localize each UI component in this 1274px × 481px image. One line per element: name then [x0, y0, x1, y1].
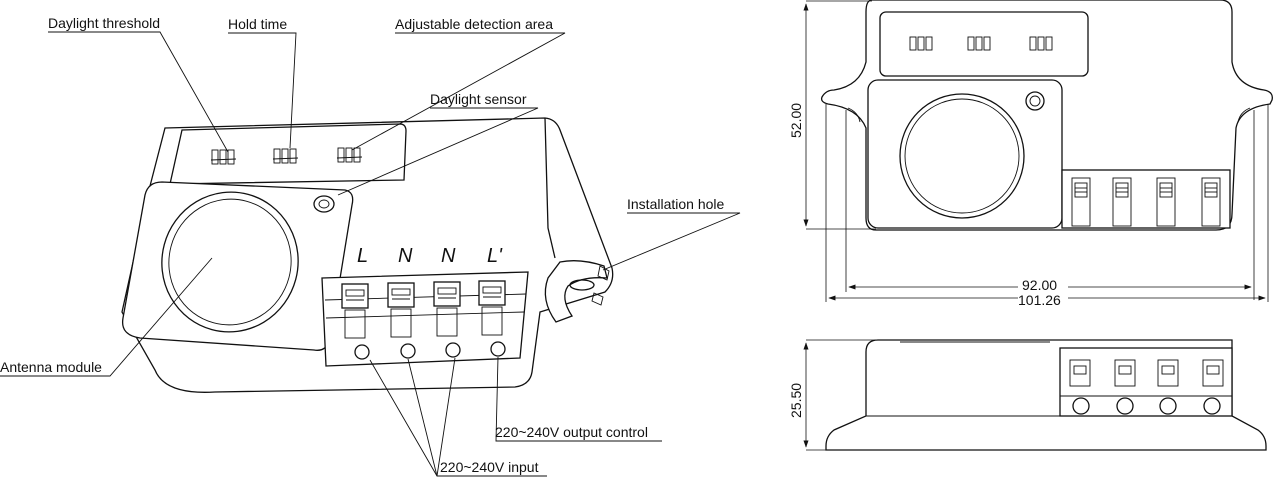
side-terminals: [1069, 359, 1224, 415]
front-terminal-block: [1061, 169, 1231, 229]
dim-overall-width: 101.26: [1018, 292, 1061, 308]
terminal-label: L': [487, 245, 503, 267]
terminal-label: L: [357, 245, 368, 267]
mounting-tab: [544, 260, 608, 323]
label-output-control: 220~240V output control: [495, 424, 648, 440]
side-view: 25.50: [788, 339, 1267, 451]
leader-detection-area: [351, 32, 566, 151]
front-sensor-block: [867, 79, 1063, 229]
front-dip-switches: [909, 36, 1053, 51]
antenna-lens-outer: [161, 191, 299, 333]
front-view: 52.00 92.00 101.26: [788, 0, 1273, 308]
antenna-lens-inner: [168, 198, 292, 326]
sensor-block: [121, 181, 354, 351]
side-terminal-block: [1059, 347, 1233, 417]
label-antenna-module: Antenna module: [0, 359, 102, 375]
terminal-label: N: [441, 245, 456, 267]
dim-hole-spacing: 92.00: [1022, 277, 1057, 293]
daylight-sensor-lens: [313, 195, 335, 213]
dip-switch-hold-time: [272, 148, 299, 164]
left-ear-slot: [847, 107, 861, 123]
leader-input-2: [407, 358, 438, 477]
leader-input-3: [436, 357, 456, 477]
terminal-screws: [341, 280, 506, 360]
label-hold-time: Hold time: [228, 16, 287, 32]
leader-daylight-threshold: [48, 31, 229, 153]
front-daylight-sensor: [1025, 91, 1045, 111]
housing-edge: [544, 117, 556, 259]
terminal-label: N: [398, 245, 413, 267]
label-input: 220~240V input: [440, 459, 539, 475]
daylight-sensor-core: [318, 199, 330, 209]
front-antenna-lens: [899, 93, 1025, 219]
label-detection-area: Adjustable detection area: [395, 16, 553, 32]
front-terminals: [1071, 177, 1221, 227]
isometric-view: L N N L' Daylight threshold Hold time Ad…: [0, 15, 741, 477]
leader-installation-hole: [602, 212, 741, 271]
leader-output-control: [495, 356, 662, 442]
dim-height: 52.00: [788, 103, 804, 138]
right-ear-slot: [1237, 107, 1251, 123]
installation-hole-shape: [569, 279, 595, 291]
dip-switch-detection-area: [336, 147, 363, 163]
dip-switch-threshold: [210, 149, 237, 165]
leader-daylight-sensor: [337, 107, 539, 196]
label-daylight-sensor: Daylight sensor: [430, 91, 527, 107]
label-daylight-threshold: Daylight threshold: [48, 15, 160, 31]
label-installation-hole: Installation hole: [627, 196, 725, 212]
leader-antenna-module: [0, 257, 213, 377]
leader-hold-time: [228, 32, 297, 149]
dim-depth: 25.50: [788, 383, 804, 418]
